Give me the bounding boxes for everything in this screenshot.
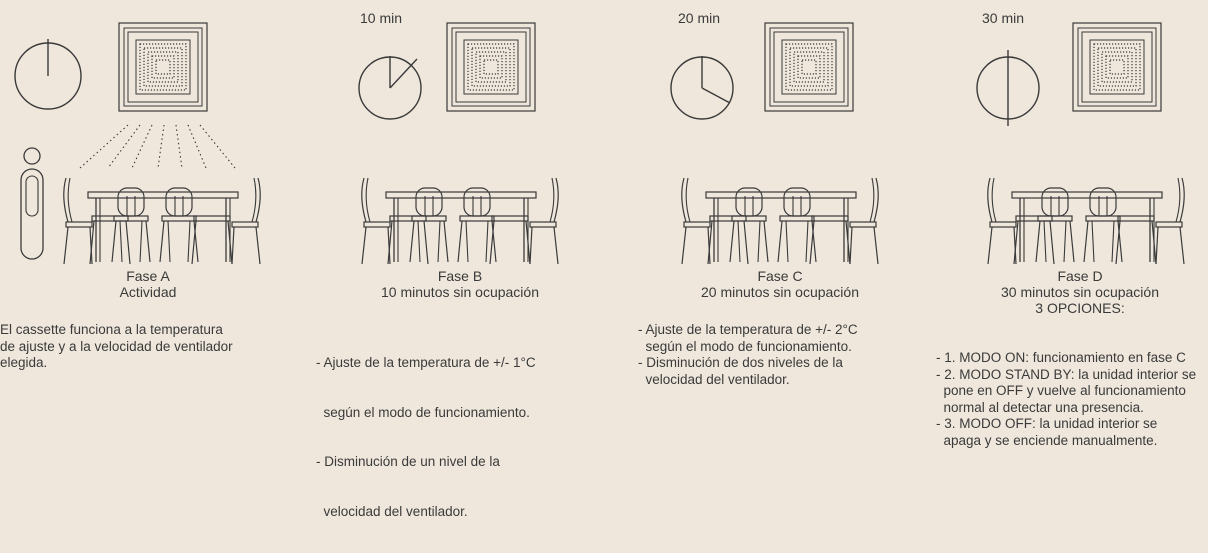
phase-title: Fase D (1057, 268, 1103, 284)
phase-a: Fase A Actividad El cassette funciona a … (0, 0, 300, 450)
time-label: 20 min (678, 10, 721, 26)
clock-icon (358, 56, 422, 120)
phase-description: - Ajuste de la temperatura de +/- 1°C se… (316, 355, 536, 519)
clock-icon (670, 56, 734, 120)
phase-description: El cassette funciona a la temperatura de… (0, 322, 233, 370)
airflow-icon (79, 124, 236, 169)
clock-icon (14, 39, 82, 110)
dining-table-icon (986, 140, 1186, 265)
person-icon (20, 147, 44, 260)
phase-subtitle: 10 minutos sin ocupación (381, 284, 539, 300)
phase-title: Fase A (126, 268, 170, 284)
phase-description: - Ajuste de la temperatura de +/- 2°C se… (638, 322, 858, 387)
phase-description: - 1. MODO ON: funcionamiento en fase C -… (936, 350, 1197, 448)
phase-options-heading: 3 OPCIONES: (1035, 300, 1125, 316)
phase-subtitle: 20 minutos sin ocupación (701, 284, 859, 300)
cassette-unit-icon (446, 22, 536, 112)
cassette-unit-icon (1072, 22, 1162, 112)
clock-icon (976, 50, 1040, 126)
phase-d: 30 min Fase D 30 minutos sin ocupación 3… (930, 0, 1208, 450)
time-label: 30 min (982, 10, 1025, 26)
phase-b: 10 min Fase B 10 minutos sin ocupación -… (300, 0, 610, 519)
phase-subtitle: 30 minutos sin ocupación (1001, 284, 1159, 300)
dining-table-icon (680, 140, 880, 265)
phase-subtitle: Actividad (119, 284, 177, 300)
phase-c: 20 min Fase C 20 minutos sin ocupación -… (620, 0, 920, 450)
dining-table-icon (62, 140, 262, 265)
cassette-unit-icon (764, 22, 854, 112)
phase-title: Fase B (437, 268, 483, 284)
dining-table-icon (360, 140, 560, 265)
cassette-unit-icon (118, 22, 208, 112)
time-label: 10 min (360, 10, 403, 26)
phase-title: Fase C (757, 268, 803, 284)
